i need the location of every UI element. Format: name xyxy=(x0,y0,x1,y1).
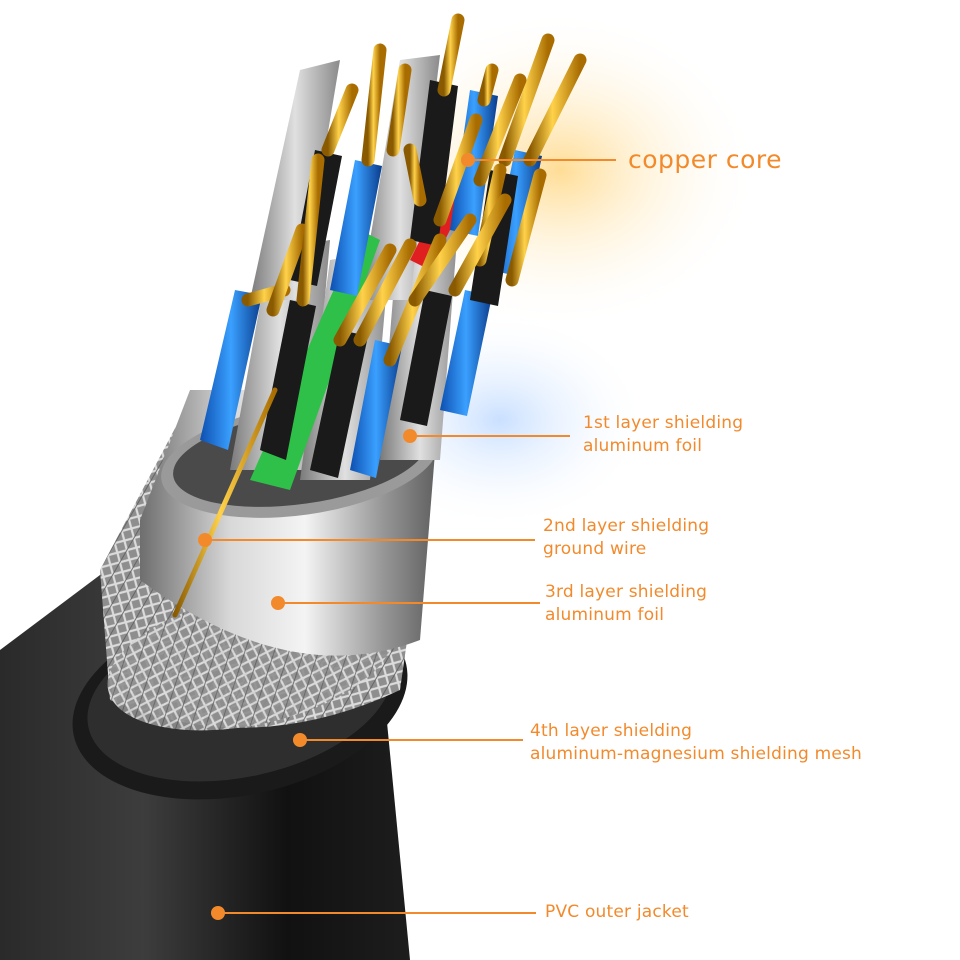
layer3-line1: 3rd layer shielding xyxy=(545,582,708,602)
ground-wire xyxy=(172,387,278,618)
layer1-label: 1st layer shielding aluminum foil xyxy=(583,412,743,458)
layer4-line1: 4th layer shielding xyxy=(530,721,693,741)
layer1-line1: 1st layer shielding xyxy=(583,413,744,433)
layer1-line2: aluminum foil xyxy=(583,436,703,456)
copper-core-label: copper core xyxy=(628,145,783,174)
layer4-dot xyxy=(293,733,307,747)
layer4-line2: aluminum-magnesium shielding mesh xyxy=(530,744,863,764)
layer2-line1: 2nd layer shielding xyxy=(543,516,710,536)
callout-dots xyxy=(198,153,475,920)
layer2-dot xyxy=(198,533,212,547)
layer2-line2: ground wire xyxy=(543,539,647,559)
layer3-line2: aluminum foil xyxy=(545,605,665,625)
layer2-label: 2nd layer shielding ground wire xyxy=(543,515,709,561)
layer1-dot xyxy=(403,429,417,443)
jacket-dot xyxy=(211,906,225,920)
layer3-dot xyxy=(271,596,285,610)
callout-lines xyxy=(205,159,616,914)
jacket-label: PVC outer jacket xyxy=(545,902,689,922)
layer4-label: 4th layer shielding aluminum-magnesium s… xyxy=(530,720,862,766)
copper-conductors xyxy=(241,13,587,367)
copper-core-dot xyxy=(461,153,475,167)
layer3-label: 3rd layer shielding aluminum foil xyxy=(545,581,707,627)
